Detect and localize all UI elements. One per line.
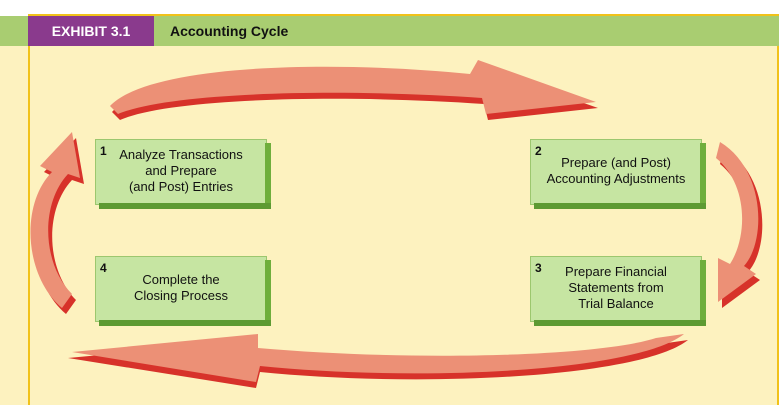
step-number: 4 xyxy=(100,261,107,275)
left-arrow xyxy=(30,132,84,314)
step-label: Prepare (and Post) Accounting Adjustment… xyxy=(546,155,686,186)
step-label: Prepare Financial Statements from Trial … xyxy=(565,264,667,311)
top-arrow xyxy=(110,60,598,120)
step-number: 2 xyxy=(535,144,542,158)
bottom-arrow xyxy=(68,334,688,388)
step-3-box: 3 Prepare Financial Statements from Tria… xyxy=(530,256,706,326)
step-label: Complete the Closing Process xyxy=(134,272,228,303)
step-label: Analyze Transactions and Prepare (and Po… xyxy=(119,147,243,194)
right-arrow xyxy=(716,142,763,308)
page-title: Accounting Cycle xyxy=(170,23,289,39)
step-1-box: 1 Analyze Transactions and Prepare (and … xyxy=(95,139,271,209)
top-border xyxy=(0,0,779,16)
step-4-box: 4 Complete the Closing Process xyxy=(95,256,271,326)
step-number: 3 xyxy=(535,261,542,275)
right-border xyxy=(777,46,779,405)
left-border xyxy=(28,46,30,405)
step-2-box: 2 Prepare (and Post) Accounting Adjustme… xyxy=(530,139,706,209)
exhibit-tag: EXHIBIT 3.1 xyxy=(28,16,154,46)
step-number: 1 xyxy=(100,144,107,158)
